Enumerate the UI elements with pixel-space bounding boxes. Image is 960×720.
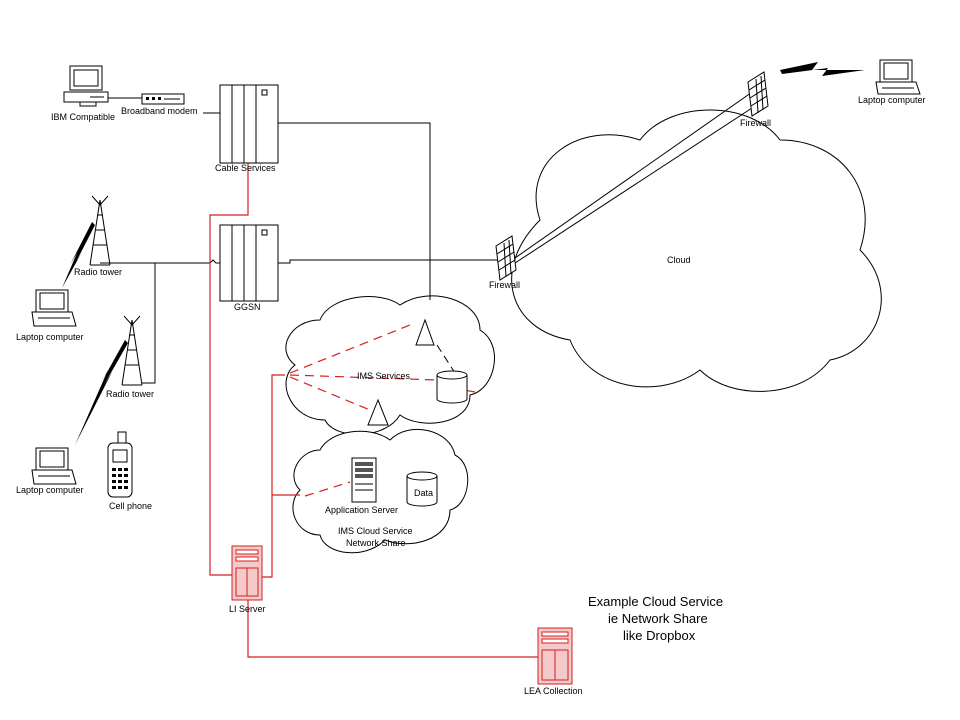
cable-services-label: Cable Services [215, 163, 276, 173]
radio-tower-icon [89, 195, 111, 266]
cable-to-ims-line [278, 122, 431, 300]
caption-line-1: Example Cloud Service [588, 594, 723, 609]
firewall-icon [747, 71, 769, 117]
red-dash-2 [289, 374, 438, 381]
li-server-icon [231, 545, 263, 601]
firewall-top-label: Firewall [740, 118, 771, 128]
ggsn-server-icon [219, 224, 279, 302]
cloud-label: Cloud [667, 255, 691, 265]
li-to-lea-line [247, 600, 538, 658]
red-dash-1 [289, 322, 416, 374]
ggsn-label: GGSN [234, 302, 261, 312]
application-server-label: Application Server [325, 505, 398, 515]
ims-triangle-top-icon [415, 318, 435, 346]
lea-collection-label: LEA Collection [524, 686, 583, 696]
laptop-top-right-label: Laptop computer [858, 95, 926, 105]
ggsn-to-firewall-line [278, 259, 500, 264]
li-red-main-line [209, 163, 249, 576]
radio-tower-2-label: Radio tower [106, 389, 154, 399]
caption-line-2: ie Network Share [608, 611, 708, 626]
broadband-modem-label: Broadband modem [121, 106, 198, 116]
network-share-label: Network Share [346, 538, 406, 548]
laptop-left-2-label: Laptop computer [16, 485, 84, 495]
ims-cloud-service-cloud [292, 428, 469, 554]
application-server-icon [351, 457, 377, 503]
firewall-to-firewall-line-2 [514, 87, 759, 259]
data-label: Data [414, 488, 433, 498]
radio-tower-icon [121, 315, 143, 386]
ims-triangle-bottom-icon [367, 398, 389, 426]
ims-services-label: IMS Services [357, 371, 411, 381]
ims-app-dashed-line [436, 344, 456, 374]
cable-services-server-icon [219, 84, 279, 164]
laptop-computer-icon [31, 289, 77, 327]
ims-database-icon [436, 370, 468, 404]
data-storage-icon [406, 471, 438, 507]
cell-phone-label: Cell phone [109, 501, 152, 511]
red-dash-4 [304, 481, 351, 497]
cell-phone-icon [107, 431, 133, 498]
ibm-compatible-label: IBM Compatible [51, 112, 115, 122]
internet-cloud [511, 109, 882, 392]
ims-cloud-service-label: IMS Cloud Service [338, 526, 413, 536]
laptop-left-1-label: Laptop computer [16, 332, 84, 342]
radio-to-ggsn-line [100, 259, 220, 264]
laptop-computer-icon [875, 59, 921, 95]
laptop-computer-icon [31, 447, 77, 485]
lightning-bolt-icon [75, 340, 128, 445]
caption-line-3: like Dropbox [623, 628, 696, 643]
broadband-modem-icon [141, 93, 185, 105]
radio-tower-1-label: Radio tower [74, 267, 122, 277]
ims-services-cloud [285, 295, 495, 435]
firewall-icon [495, 235, 517, 281]
firewall-main-label: Firewall [489, 280, 520, 290]
radio2-to-main-line [142, 263, 156, 384]
desktop-computer-icon [63, 65, 109, 107]
li-red-ims-line [262, 374, 285, 578]
lightning-bolt-icon [62, 222, 95, 288]
lea-collection-server-icon [537, 627, 573, 685]
li-server-label: LI Server [229, 604, 266, 614]
lightning-bolt-icon [780, 62, 865, 76]
firewall-to-firewall-line [511, 107, 753, 266]
